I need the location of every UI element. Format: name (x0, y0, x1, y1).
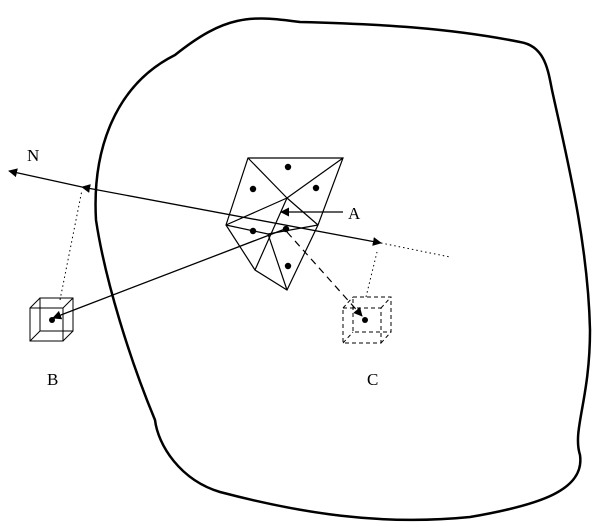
domain-boundary (94, 17, 592, 522)
projection-c (365, 251, 378, 298)
dotted-extension (380, 242, 451, 258)
patch-outline (225, 157, 344, 291)
centroid-dot (312, 184, 320, 192)
n-direction-arrow (8, 168, 83, 188)
box-c (342, 296, 392, 344)
normal-direction-line (81, 184, 382, 246)
patch-edge (225, 224, 269, 235)
centroid-dot (284, 262, 292, 270)
centroid-dot (284, 163, 292, 171)
label-c: C (367, 370, 379, 389)
label-a: A (348, 204, 361, 223)
label-n: N (27, 146, 40, 165)
patch-edge (286, 157, 344, 199)
label-b: B (47, 370, 59, 389)
patch-edge (267, 233, 288, 291)
point-c (362, 317, 368, 323)
box-b (29, 297, 74, 342)
projection-b (59, 189, 83, 301)
arrow-to-c (286, 231, 363, 317)
centroid-dot (249, 185, 257, 193)
patch-edge (225, 197, 288, 226)
element-patch (225, 157, 344, 291)
arrow-to-b (52, 228, 286, 320)
centroid-dot (249, 227, 257, 235)
